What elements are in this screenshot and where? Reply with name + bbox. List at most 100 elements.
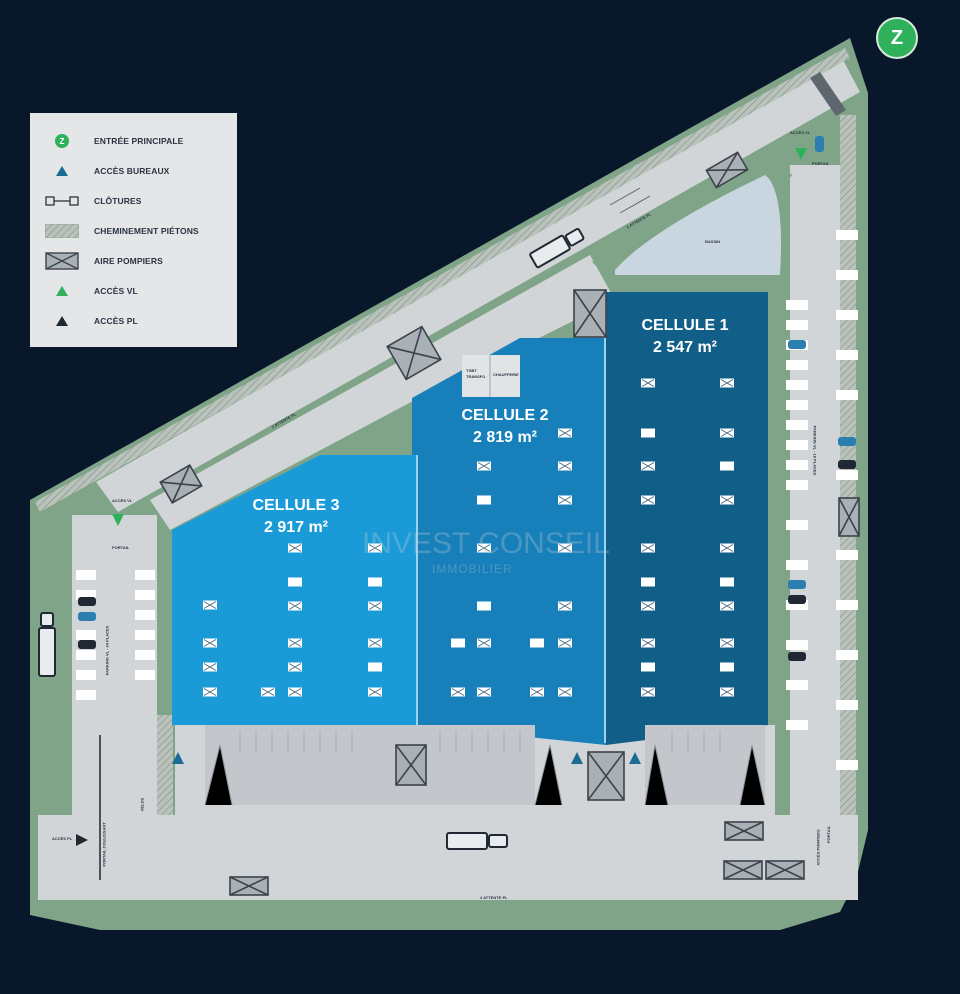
legend-label: ACCÈS VL xyxy=(94,286,138,296)
roof-vent-cross xyxy=(641,496,655,504)
cell-divider xyxy=(604,338,606,743)
skylight-icon xyxy=(288,577,302,587)
legend-item: AIRE POMPIERS xyxy=(30,251,237,271)
roof-vent-cross xyxy=(641,462,655,470)
skylight-icon xyxy=(641,577,655,587)
acces-bureaux-icon xyxy=(172,752,184,764)
cell-divider xyxy=(416,455,418,725)
aire-pompiers xyxy=(159,151,860,896)
roof-vent-cross xyxy=(368,602,382,610)
roof-vent-cross xyxy=(558,429,572,437)
retention-basin xyxy=(615,175,781,275)
roof-vent-cross xyxy=(641,544,655,552)
entree-principale-icon: Z xyxy=(55,134,69,148)
roof-vent-cross xyxy=(558,544,572,552)
bassin-label: BASSIN xyxy=(705,239,721,244)
roof-equipment xyxy=(203,378,734,697)
legend-item: Z ENTRÉE PRINCIPALE xyxy=(30,131,237,151)
roof-vent-cross xyxy=(641,688,655,696)
technical-rooms xyxy=(462,355,520,397)
acces-vl-right-label: ACCÈS VL xyxy=(790,130,811,135)
legend-label: ACCÈS BUREAUX xyxy=(94,166,170,176)
parking-right-label: PARKING VL - 18 PLACES xyxy=(812,425,818,476)
roof-vent-cross xyxy=(720,544,734,552)
portail-right-label: PORTAIL xyxy=(812,161,830,166)
skylight-icon xyxy=(477,495,491,505)
acces-pl-icon xyxy=(76,834,88,846)
legend-item: CLÔTURES xyxy=(30,191,237,211)
roof-vent-cross xyxy=(558,462,572,470)
roof-vent-cross xyxy=(288,639,302,647)
cell-1-area: 2 547 m² xyxy=(652,339,718,356)
transfo-label: TRANSFO xyxy=(466,374,486,379)
roof-vent-cross xyxy=(720,639,734,647)
parked-cars xyxy=(78,136,856,661)
truck-icon xyxy=(38,612,56,677)
legend: Z ENTRÉE PRINCIPALE ACCÈS BUREAUX CLÔTUR… xyxy=(30,113,237,347)
roof-vent-cross xyxy=(477,544,491,552)
chaufferie-label: CHAUFFERIE xyxy=(493,372,519,377)
aire-pompiers-icon xyxy=(45,252,79,270)
pedestrian-path-west xyxy=(157,715,173,815)
roof-vent-cross xyxy=(530,688,544,696)
legend-item: ACCÈS PL xyxy=(30,311,237,331)
attente-bottom-label: 4 ATTENTE PL xyxy=(480,895,508,900)
cellule-3 xyxy=(172,455,418,725)
velos-label: VÉLOS xyxy=(139,797,145,812)
roof-vent-cross xyxy=(558,602,572,610)
cell-3-area: 2 917 m² xyxy=(263,519,329,536)
skylight-icon xyxy=(720,662,734,672)
entree-principale-icon xyxy=(876,17,918,59)
roof-vent-cross xyxy=(477,462,491,470)
roof-vent-cross xyxy=(720,688,734,696)
roof-vent-cross xyxy=(641,602,655,610)
legend-label: ENTRÉE PRINCIPALE xyxy=(94,136,184,146)
roof-vent-cross xyxy=(558,639,572,647)
roof-vent-cross xyxy=(558,688,572,696)
skylight-icon xyxy=(720,461,734,471)
portail-bottom-label: PORTAIL xyxy=(826,825,832,844)
skylight-icon xyxy=(368,577,382,587)
acces-pl-icon xyxy=(56,316,68,326)
roof-vent-cross xyxy=(368,544,382,552)
acces-pl-label: ACCÈS PL xyxy=(52,836,73,841)
roof-vent-cross xyxy=(368,639,382,647)
portail-left-label: PORTAIL xyxy=(112,545,130,550)
acces-bureaux-icon xyxy=(56,166,68,176)
east-road xyxy=(790,165,840,825)
parking-left-label: PARKING VL - 24 PLACES xyxy=(104,625,110,676)
clotures-icon xyxy=(45,196,79,206)
acces-pompiers-label: ACCÈS POMPIERS xyxy=(815,829,821,866)
roof-vent-cross xyxy=(203,639,217,647)
north-apron xyxy=(150,255,615,530)
roof-vent-cross xyxy=(477,688,491,696)
cell-2-area: 2 819 m² xyxy=(472,429,538,446)
legend-label: AIRE POMPIERS xyxy=(94,256,163,266)
acces-vl-icon xyxy=(795,148,807,160)
entree-principale-glyph: Z xyxy=(891,27,903,49)
roof-vent-cross xyxy=(558,496,572,504)
roof-vent-cross xyxy=(720,429,734,437)
roof-vent-cross xyxy=(203,601,217,609)
legend-item: CHEMINEMENT PIÉTONS xyxy=(30,221,237,241)
cell-2-name: CELLULE 2 xyxy=(461,407,549,424)
acces-bureaux-icon xyxy=(629,752,641,764)
legend-label: ACCÈS PL xyxy=(94,316,138,326)
roof-vent-cross xyxy=(288,602,302,610)
roof-vent-cross xyxy=(288,663,302,671)
parking-west xyxy=(76,570,155,700)
cellule-1 xyxy=(606,292,768,745)
truck-icon xyxy=(529,228,585,269)
skylight-icon xyxy=(720,577,734,587)
acces-bureaux-icon xyxy=(571,752,583,764)
legend-item: ACCÈS BUREAUX xyxy=(30,161,237,181)
watermark-line2: IMMOBILIER xyxy=(432,562,513,576)
cell-1-name: CELLULE 1 xyxy=(641,317,729,334)
roof-vent-cross xyxy=(720,602,734,610)
acces-vl-icon xyxy=(56,286,68,296)
roof-vent-cross xyxy=(203,663,217,671)
tgbt-label: TGBT xyxy=(466,368,477,373)
north-road xyxy=(96,58,860,512)
roof-vent-cross xyxy=(720,496,734,504)
